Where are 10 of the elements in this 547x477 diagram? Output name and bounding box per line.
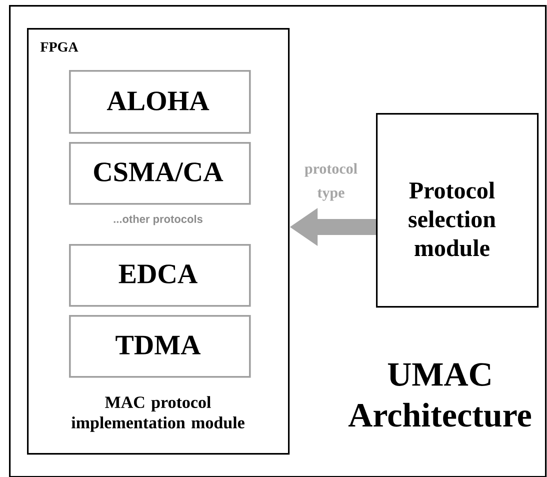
protocol-name: EDCA <box>118 264 198 284</box>
title-text: UMAC Architecture <box>348 363 532 427</box>
module-caption: MAC protocol implementation module <box>72 396 244 432</box>
protocol-name: CSMA/CA <box>94 162 224 182</box>
note-text: ...other protocols <box>114 214 202 226</box>
protocol-name: ALOHA <box>106 92 210 110</box>
heading-label: FPGA <box>40 42 78 52</box>
edge-label: protocol type <box>304 163 358 201</box>
protocol-name: TDMA <box>116 336 201 354</box>
module-title: Protocol selection module <box>408 182 496 256</box>
